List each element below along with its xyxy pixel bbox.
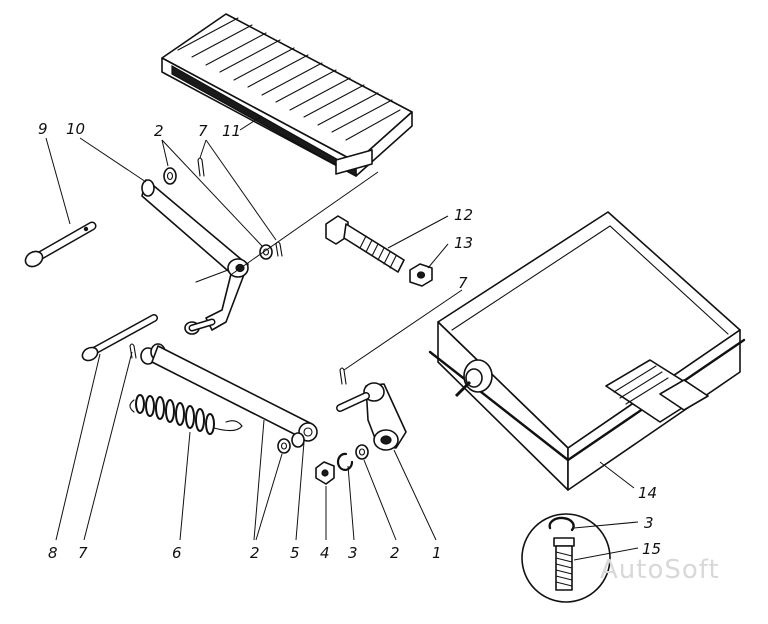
pin-part-8 bbox=[81, 314, 158, 362]
leader-lines bbox=[45, 115, 639, 561]
callout-3: 3 bbox=[348, 544, 358, 562]
callout-4: 4 bbox=[320, 544, 330, 562]
crank-part-1 bbox=[336, 382, 407, 451]
box-connector bbox=[605, 359, 709, 423]
box-part-14 bbox=[428, 211, 746, 491]
callout-3-inset: 3 bbox=[644, 514, 654, 532]
box-end-cap bbox=[454, 359, 493, 398]
callout-12: 12 bbox=[454, 206, 473, 224]
callout-11: 11 bbox=[222, 122, 241, 140]
callout-10: 10 bbox=[66, 120, 85, 138]
washers-rod-end bbox=[277, 432, 305, 454]
watermark-text: AutoSoft bbox=[600, 555, 720, 585]
nut-part-4 bbox=[315, 461, 335, 485]
cotter-pin-lower-left bbox=[129, 343, 137, 359]
callout-labels: 9 10 2 7 11 12 13 7 14 8 7 6 2 5 4 3 2 1… bbox=[38, 120, 661, 562]
pin-part-9 bbox=[24, 221, 97, 268]
callout-15: 15 bbox=[642, 540, 661, 558]
callout-8: 8 bbox=[48, 544, 58, 562]
callout-5: 5 bbox=[290, 544, 300, 562]
lock-washer-part-3 bbox=[336, 452, 354, 471]
callout-14: 14 bbox=[638, 484, 657, 502]
pedal-arm-part bbox=[141, 179, 249, 335]
callout-7-mid: 7 bbox=[458, 274, 468, 292]
spring-part-6 bbox=[129, 394, 243, 435]
callout-7-bottom: 7 bbox=[78, 544, 88, 562]
nut-part-13 bbox=[409, 263, 433, 287]
callout-7-top: 7 bbox=[198, 122, 208, 140]
callout-2-top: 2 bbox=[154, 122, 164, 140]
rod-part-5 bbox=[140, 343, 318, 442]
callout-2-bottom: 2 bbox=[250, 544, 260, 562]
inset-detail bbox=[521, 513, 611, 603]
bolt-part-12 bbox=[325, 215, 405, 273]
callout-6: 6 bbox=[172, 544, 182, 562]
callout-13: 13 bbox=[454, 234, 473, 252]
callout-1: 1 bbox=[432, 544, 442, 562]
callout-9: 9 bbox=[38, 120, 48, 138]
cotter-pin-crank bbox=[339, 367, 347, 385]
pedal-pad-part bbox=[161, 13, 413, 178]
pedal-pad-ribs bbox=[177, 17, 401, 141]
washer-part-2 bbox=[355, 444, 369, 460]
callout-2-right: 2 bbox=[390, 544, 400, 562]
